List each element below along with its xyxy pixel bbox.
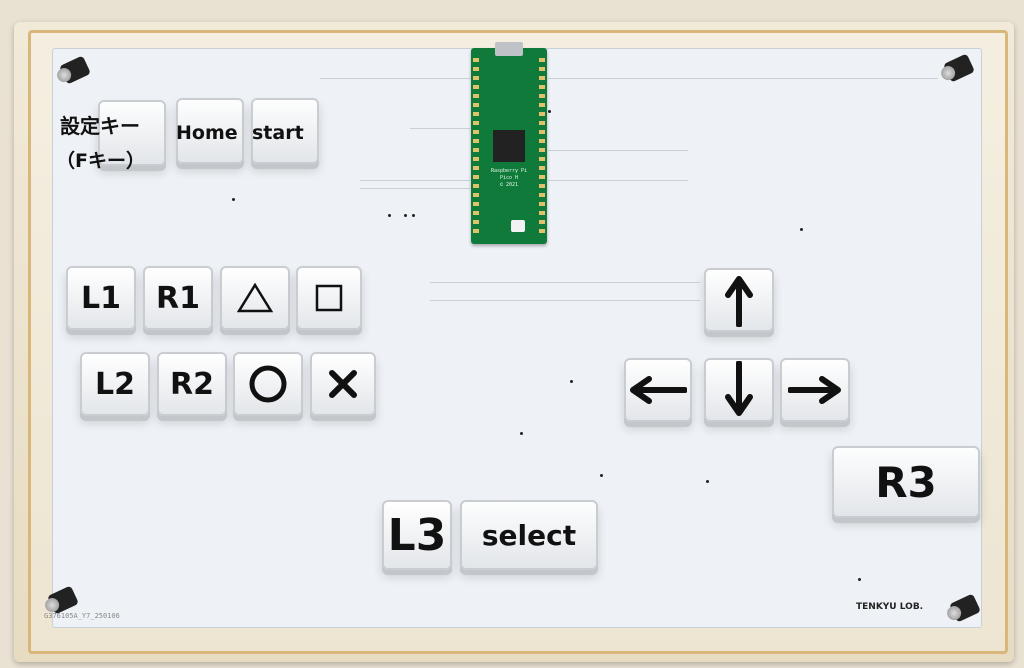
r3-key-label: R3 — [875, 457, 937, 507]
square-icon — [315, 284, 343, 312]
raspberry-pi-pico: Raspberry Pi Pico H © 2021 — [471, 42, 547, 244]
start-key[interactable] — [251, 98, 319, 164]
pcb-via — [706, 480, 709, 483]
arrow-down-icon — [725, 361, 753, 416]
select-key-label: select — [481, 518, 577, 552]
r1-key[interactable]: R1 — [143, 266, 213, 330]
start-key-label: start — [252, 122, 304, 144]
pcb-via — [404, 214, 407, 217]
pcb-trace — [360, 188, 470, 189]
brand-label: TENKYU LOB. — [856, 602, 924, 612]
l1-key-label: L1 — [81, 280, 121, 316]
pcb-via — [520, 432, 523, 435]
pcb-trace — [548, 150, 688, 151]
triangle-icon — [237, 282, 273, 313]
l3-key-label: L3 — [387, 509, 447, 561]
pcb-via — [548, 110, 551, 113]
usb-port — [495, 42, 523, 56]
settings-key-sublabel: （Fキー） — [56, 150, 145, 172]
pcb-via — [412, 214, 415, 217]
pcb-via — [800, 228, 803, 231]
r3-key[interactable]: R3 — [832, 446, 980, 518]
dpad-left-key[interactable] — [624, 358, 692, 422]
l2-key-label: L2 — [95, 366, 135, 402]
circle-icon — [249, 365, 287, 403]
dpad-down-key[interactable] — [704, 358, 774, 422]
circle-key[interactable] — [233, 352, 303, 416]
cross-icon — [329, 370, 357, 398]
r1-key-label: R1 — [156, 280, 200, 316]
pcb-trace — [548, 180, 688, 181]
serial-label: G376105A_Y7_250106 — [44, 612, 120, 620]
pcb-trace — [410, 128, 470, 129]
rp2040-chip — [493, 130, 525, 162]
pcb-via — [388, 214, 391, 217]
pin-header-left — [473, 58, 479, 238]
dpad-right-key[interactable] — [780, 358, 850, 422]
arrow-left-icon — [630, 376, 687, 404]
pcb-trace — [360, 180, 470, 181]
pico-connector — [511, 220, 525, 232]
pcb-trace — [548, 78, 938, 79]
pcb-trace — [430, 300, 700, 301]
dpad-up-key[interactable] — [704, 268, 774, 332]
pico-silkscreen: Raspberry Pi Pico H © 2021 — [490, 168, 528, 188]
triangle-key[interactable] — [220, 266, 290, 330]
pcb-trace — [430, 282, 700, 283]
settings-key[interactable] — [98, 100, 166, 166]
settings-key-label: 設定キー — [60, 114, 140, 138]
l3-key[interactable]: L3 — [382, 500, 452, 570]
home-key[interactable] — [176, 98, 244, 164]
r2-key[interactable]: R2 — [157, 352, 227, 416]
r2-key-label: R2 — [170, 366, 214, 402]
arrow-right-icon — [788, 376, 841, 404]
pcb-via — [570, 380, 573, 383]
l2-key[interactable]: L2 — [80, 352, 150, 416]
square-key[interactable] — [296, 266, 362, 330]
arrow-up-icon — [725, 276, 753, 327]
pin-header-right — [539, 58, 545, 238]
pcb-trace — [320, 78, 470, 79]
home-key-label: Home — [176, 122, 238, 144]
pcb-via — [232, 198, 235, 201]
pcb-via — [858, 578, 861, 581]
cross-key[interactable] — [310, 352, 376, 416]
l1-key[interactable]: L1 — [66, 266, 136, 330]
select-key[interactable]: select — [460, 500, 598, 570]
pcb-via — [600, 474, 603, 477]
